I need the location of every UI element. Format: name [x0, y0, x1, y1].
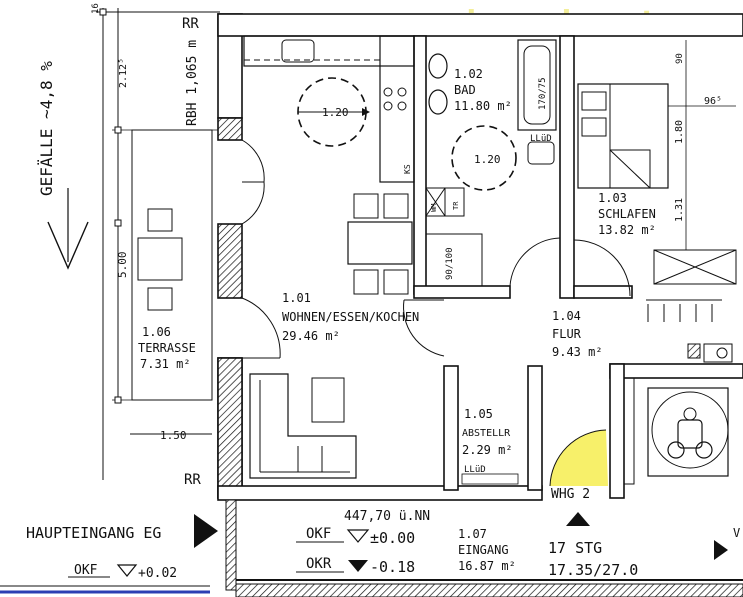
room-1-06-name: TERRASSE: [138, 341, 196, 355]
turning-circle-living: [297, 77, 370, 147]
room-1-01-number: 1.01: [282, 291, 311, 305]
gradient-label: GEFÄLLE ~4,8 %: [37, 61, 56, 196]
rbh-label: RBH 1,065 m: [185, 40, 200, 126]
room-1-02-name: BAD: [454, 83, 476, 97]
dimension-lines-left: [96, 8, 220, 480]
height-nn: 447,70 ü.NN: [344, 509, 430, 524]
turning-circle-bath-label: 1.20: [474, 153, 501, 166]
room-1-05-name: ABSTELLR: [462, 428, 511, 439]
doors-living: [241, 139, 445, 359]
wheelchair-icon: [647, 387, 729, 477]
room-1-07-number: 1.07: [458, 527, 487, 541]
room-1-05-number: 1.05: [464, 407, 493, 421]
rr-top-label: RR: [182, 16, 199, 32]
dim-bed-offset: 1.31: [674, 198, 685, 222]
stairs-ratio: 17.35/27.0: [548, 561, 638, 579]
ks-label: KS: [403, 164, 412, 174]
edge-label: V W: [733, 526, 743, 540]
dim-bed-side: 90: [675, 53, 685, 64]
dim-upper-segment: 2.12⁵: [118, 58, 129, 88]
room-1-01-name: WOHNEN/ESSEN/KOCHEN: [282, 310, 419, 324]
tr-label: TR: [452, 201, 460, 210]
rr-bottom-label: RR: [184, 472, 201, 488]
lluefd-storage: LLüD: [464, 465, 486, 475]
room-1-04-number: 1.04: [552, 309, 581, 323]
dim-bed-length: 1.80: [674, 120, 685, 144]
walls: [217, 13, 743, 501]
lluefd-bath: LLüD: [530, 134, 552, 144]
main-entrance-label: HAUPTEINGANG EG: [26, 524, 161, 542]
room-1-02-area: 11.80 m²: [454, 99, 512, 113]
room-1-07-area: 16.87 m²: [458, 559, 516, 573]
room-1-04-area: 9.43 m²: [552, 345, 603, 359]
room-1-03-number: 1.03: [598, 191, 627, 205]
sink-depth-dim: 90/100: [445, 247, 455, 280]
dining-table: [347, 193, 413, 295]
bathroom-fixtures: [425, 39, 561, 287]
level-okr-value: -0.18: [370, 558, 415, 576]
room-1-01-area: 29.46 m²: [282, 329, 340, 343]
dim-bed-width: 96⁵: [704, 96, 722, 107]
whg-label: WHG 2: [551, 487, 590, 502]
bath-tub-dim: 170/75: [538, 77, 548, 110]
bed: [573, 83, 737, 297]
room-1-04-name: FLUR: [552, 327, 582, 341]
main-entrance-arrow: [194, 514, 218, 548]
room-1-03-area: 13.82 m²: [598, 223, 656, 237]
sofa: [249, 373, 357, 479]
room-1-03-name: SCHLAFEN: [598, 207, 656, 221]
room-1-02-number: 1.02: [454, 67, 483, 81]
dim-top-offset: 16: [91, 3, 101, 14]
wm-label: WM: [430, 204, 438, 212]
hall-fixtures: [646, 299, 733, 363]
level-okf: OKF: [306, 526, 331, 542]
main-entrance-okf: OKF: [74, 563, 98, 578]
dim-terrace-height: 5.00: [116, 252, 129, 279]
stairs-count: 17 STG: [548, 539, 602, 557]
room-1-07-name: EINGANG: [458, 543, 509, 557]
dimension-lines-bedroom: [668, 40, 736, 250]
entrance-up-arrow: [566, 512, 590, 526]
room-1-05-area: 2.29 m²: [462, 443, 513, 457]
room-1-06-number: 1.06: [142, 325, 171, 339]
entry-door-highlight: [550, 430, 608, 486]
level-okr: OKR: [306, 556, 332, 572]
room-1-06-area: 7.31 m²: [140, 357, 191, 371]
main-entrance-okf-value: +0.02: [138, 566, 177, 581]
kitchen-counter: [243, 35, 415, 183]
level-okf-value: ±0.00: [370, 529, 415, 547]
dim-terrace-width: 1.50: [160, 429, 187, 442]
turning-circle-living-label: 1.20: [322, 106, 349, 119]
